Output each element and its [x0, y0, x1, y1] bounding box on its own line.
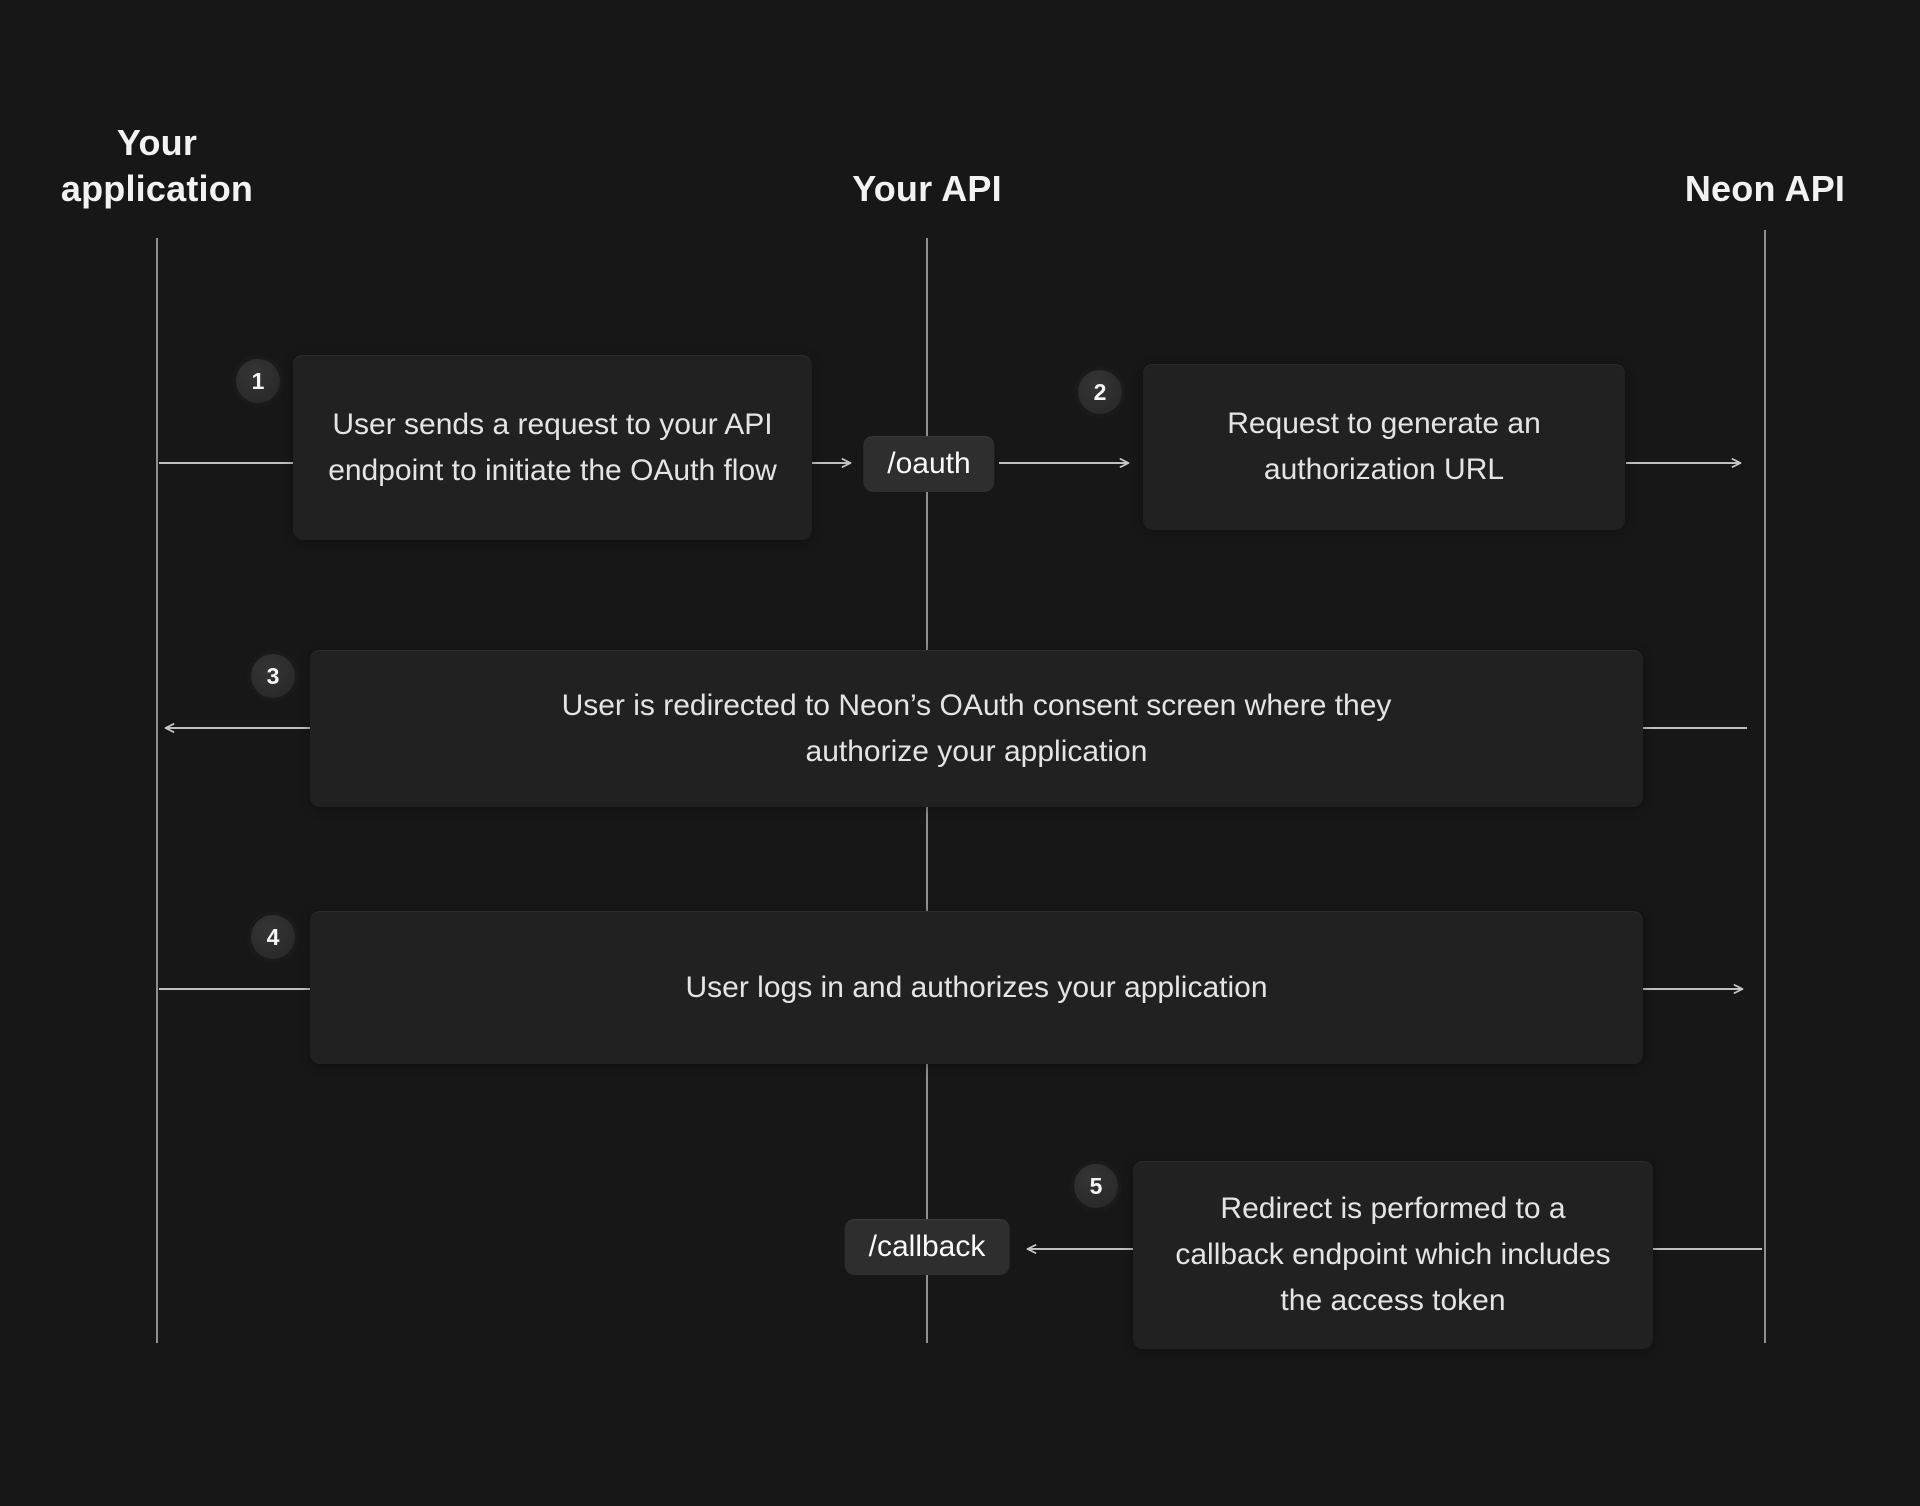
step-4-note: User logs in and authorizes your applica… — [310, 911, 1643, 1064]
actor-your-api: Your API — [852, 168, 1002, 209]
step-4-text: User logs in and authorizes your applica… — [685, 970, 1268, 1004]
step-3-text: User is redirected to Neon’s OAuth conse… — [561, 688, 1392, 768]
actor-your-application: Your application — [60, 122, 254, 209]
step-2-text: Request to generate an authorization URL — [1227, 407, 1541, 486]
step-5-text: Redirect is performed to a callback endp… — [1175, 1192, 1611, 1317]
step-1-text: User sends a request to your API endpoin… — [328, 407, 777, 487]
step-2-badge: 2 — [1078, 370, 1122, 414]
step-3-badge: 3 — [251, 654, 295, 698]
step-2-note: Request to generate an authorization URL — [1143, 364, 1625, 530]
step-1-badge: 1 — [236, 359, 280, 403]
step-5-badge: 5 — [1074, 1164, 1118, 1208]
callback-endpoint-chip: /callback — [844, 1219, 1010, 1275]
step-3-note: User is redirected to Neon’s OAuth conse… — [310, 650, 1643, 807]
oauth-endpoint-chip: /oauth — [863, 436, 995, 492]
actor-neon-api: Neon API — [1684, 168, 1846, 209]
step-1-note: User sends a request to your API endpoin… — [293, 355, 812, 540]
step-4-badge: 4 — [251, 915, 295, 959]
step-5-note: Redirect is performed to a callback endp… — [1133, 1161, 1653, 1349]
